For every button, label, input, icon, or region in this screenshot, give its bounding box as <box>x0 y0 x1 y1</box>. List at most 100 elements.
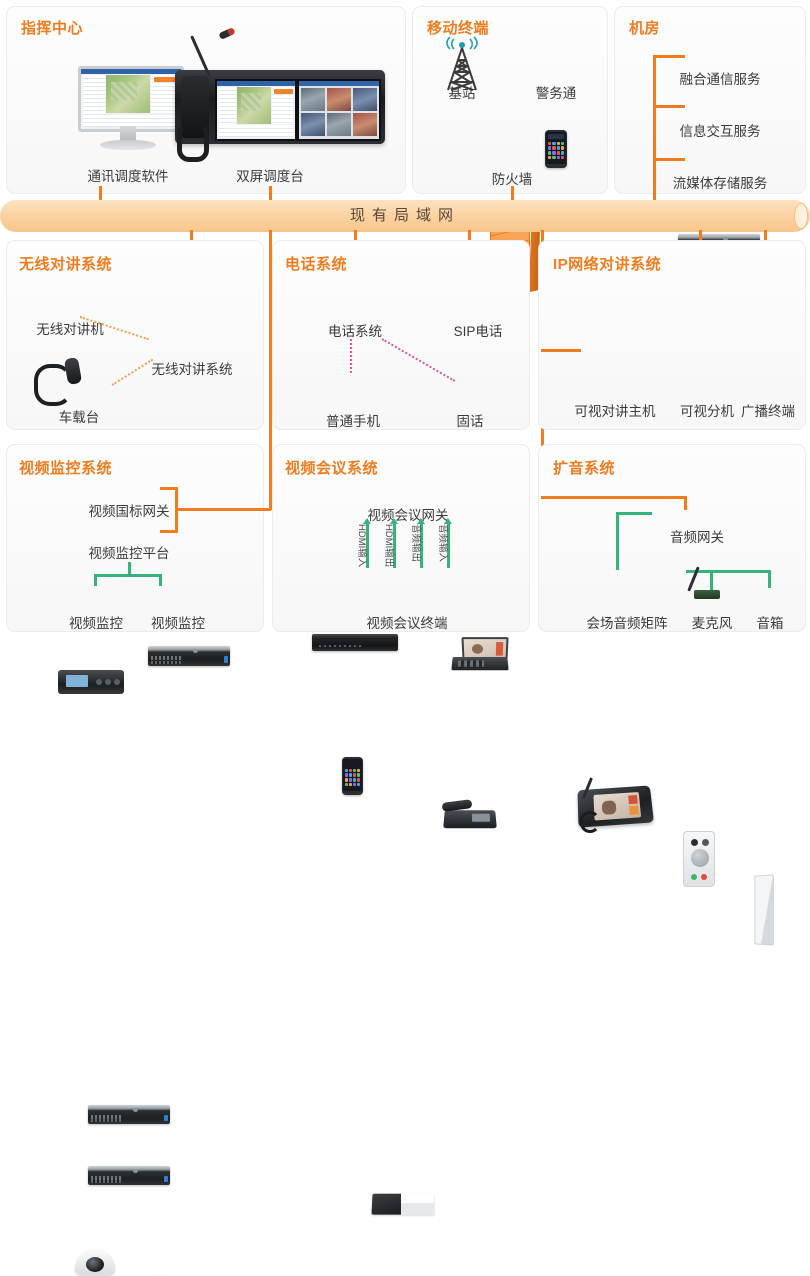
link-command-center-software <box>99 186 102 208</box>
link-gb-gateway <box>160 487 178 490</box>
device-label-microphone: 麦克风 <box>691 616 733 631</box>
link-hdmi-in <box>366 522 369 568</box>
link-camera-2 <box>159 574 162 586</box>
panel-video-conference: 视频会议系统 <box>272 444 530 632</box>
panel-title-server-room: 机房 <box>629 20 661 37</box>
rack-device-icon <box>312 634 398 651</box>
device-label-vehicle-radio: 车载台 <box>58 410 100 425</box>
server-icon <box>88 1166 170 1185</box>
device-label-video-intercom-master: 可视对讲主机 <box>574 404 656 419</box>
radio-handset-cord <box>34 364 72 406</box>
link-phone-system-to-mobile <box>350 339 352 373</box>
device-label-dispatch-software: 通讯调度软件 <box>87 169 169 184</box>
arrow-audio-in <box>444 518 452 524</box>
device-label-base-station: 基站 <box>448 86 476 101</box>
arrow-audio-out <box>417 518 425 524</box>
panel-server-room: 机房 <box>614 6 806 194</box>
server-icon <box>148 646 230 666</box>
white-gateway-box-icon <box>371 1193 435 1215</box>
link-camera-1 <box>94 574 97 586</box>
vehicle-radio-icon <box>58 670 124 694</box>
panel-mobile-terminal: 移动终端 <box>412 6 608 194</box>
link-matrix-output-bus <box>686 570 770 573</box>
lan-backbone-endcap <box>794 203 808 229</box>
device-label-handheld-radio: 无线对讲机 <box>36 322 104 337</box>
panel-title-mobile-terminal: 移动终端 <box>427 20 490 37</box>
panel-title-ip-intercom: IP网络对讲系统 <box>553 256 662 273</box>
link-firewall-to-lan <box>511 186 514 208</box>
link-server-branch-3 <box>653 158 685 161</box>
device-label-vc-gateway: 视频会议网关 <box>367 508 449 523</box>
column-speaker-icon <box>754 874 774 946</box>
smartphone-icon <box>545 130 567 168</box>
panel-title-video-surveillance: 视频监控系统 <box>19 460 113 477</box>
link-audio-gateway-branch <box>541 496 686 499</box>
device-label-video-gb-gateway: 视频国标网关 <box>88 504 170 519</box>
device-label-landline: 固话 <box>456 414 484 429</box>
dome-camera-icon <box>75 1249 115 1275</box>
panel-video-surveillance: 视频监控系统 <box>6 444 264 632</box>
link-audio-out <box>420 522 423 568</box>
device-label-dual-screen-console: 双屏调度台 <box>236 169 304 184</box>
link-surveillance-riser-2 <box>175 508 178 532</box>
device-label-broadcast-terminal: 广播终端 <box>741 404 795 419</box>
link-lan-video-surveillance-trunk <box>269 230 272 510</box>
panel-ip-intercom: IP网络对讲系统 <box>538 240 806 430</box>
link-gateway-to-matrix-h <box>616 512 652 515</box>
wall-substation-icon <box>683 831 715 887</box>
topology-diagram: 指挥中心 通讯调度软件 <box>0 0 810 638</box>
link-to-microphone <box>710 570 713 594</box>
dome-camera-icon <box>140 1275 180 1276</box>
link-server-branch-2 <box>653 105 685 108</box>
link-server-room-trunk <box>653 55 656 210</box>
cell-tower-icon <box>434 36 490 92</box>
desk-phone-icon <box>441 799 497 829</box>
device-label-firewall: 防火墙 <box>491 172 533 187</box>
link-label-hdmi-out: HDMI输出 <box>383 524 394 568</box>
server-icon <box>88 1105 170 1124</box>
device-label-ordinary-phone: 普通手机 <box>326 414 380 429</box>
link-label-audio-in: 音频输入 <box>437 524 448 563</box>
panel-title-phone-system: 电话系统 <box>285 256 348 273</box>
link-cameras-bus <box>94 574 162 577</box>
arrow-hdmi-in <box>363 518 371 524</box>
device-label-police-terminal: 警务通 <box>535 86 577 101</box>
link-audio-in <box>447 522 450 568</box>
device-label-video-platform: 视频监控平台 <box>88 546 170 561</box>
desktop-monitor-icon <box>78 66 184 132</box>
device-label-surveillance-camera-2: 视频监控 <box>151 616 205 631</box>
device-label-speaker: 音箱 <box>756 616 784 631</box>
panel-title-audio-system: 扩音系统 <box>553 460 616 477</box>
device-label-converged-comm-service: 融合通信服务 <box>679 72 761 87</box>
panel-audio-system: 扩音系统 <box>538 444 806 632</box>
panel-phone-system: 电话系统 <box>272 240 530 430</box>
panel-title-video-conference: 视频会议系统 <box>285 460 379 477</box>
device-label-info-exchange-service: 信息交互服务 <box>679 124 761 139</box>
device-label-streaming-storage-service: 流媒体存储服务 <box>672 176 768 191</box>
link-label-hdmi-in: HDMI输入 <box>356 524 367 568</box>
sip-video-phone-icon <box>451 637 509 671</box>
link-label-audio-out: 音频输出 <box>410 524 421 563</box>
lan-backbone-label: 现有局域网 <box>349 207 460 224</box>
link-command-center-console <box>269 186 272 208</box>
link-hdmi-out <box>393 522 396 568</box>
link-gateway-to-matrix <box>616 512 619 570</box>
link-surveillance-platform <box>160 530 178 533</box>
link-ip-intercom-master-branch <box>541 349 581 352</box>
panel-title-command-center: 指挥中心 <box>21 20 84 37</box>
monitor-stand-base <box>100 140 156 150</box>
device-label-wireless-intercom-system: 无线对讲系统 <box>151 362 233 377</box>
lan-backbone-bar: 现有局域网 <box>0 200 810 232</box>
device-label-phone-system: 电话系统 <box>328 324 382 339</box>
link-server-branch-1 <box>653 55 685 58</box>
link-audio-gateway-drop <box>684 496 687 510</box>
smartphone-icon <box>342 757 363 795</box>
link-to-speaker <box>768 570 771 588</box>
panel-title-wireless-intercom: 无线对讲系统 <box>19 256 113 273</box>
link-surveillance-trunk-branch <box>175 508 271 511</box>
microphone-icon <box>694 590 720 599</box>
dual-screen-console-icon <box>175 27 390 162</box>
arrow-hdmi-out <box>390 518 398 524</box>
device-label-surveillance-camera-1: 视频监控 <box>69 616 123 631</box>
device-label-vc-terminal: 视频会议终端 <box>366 616 448 631</box>
